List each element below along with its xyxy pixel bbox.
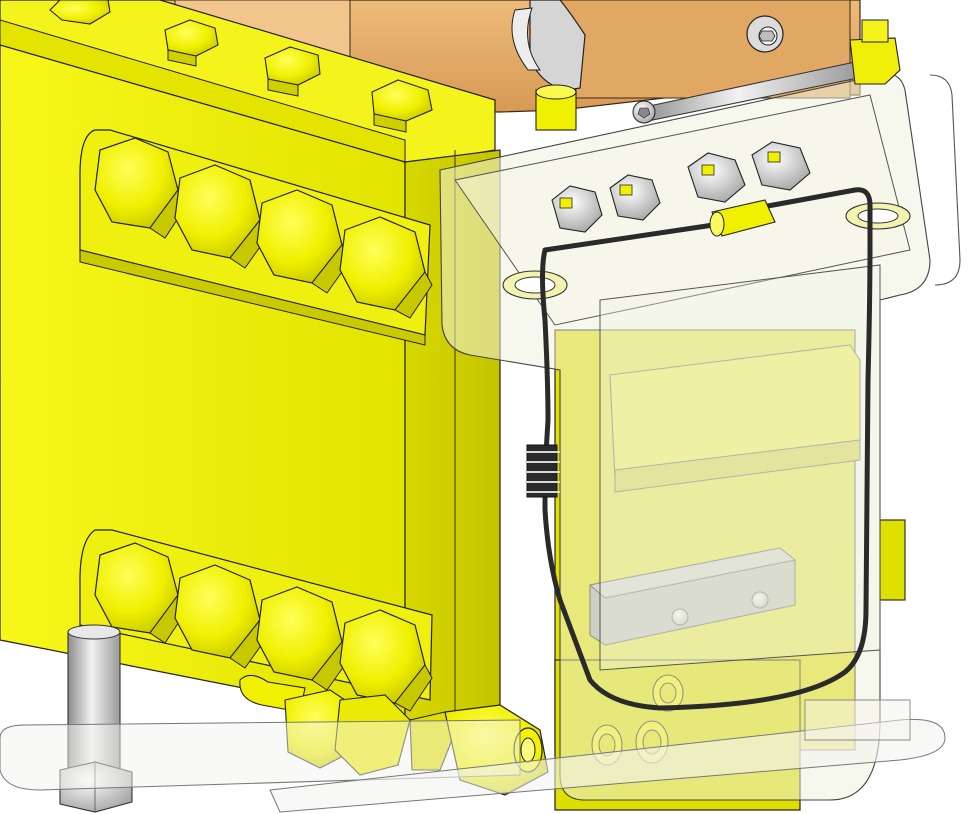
cover-bolt-4 — [751, 141, 811, 191]
cover-bolt-2 — [609, 174, 661, 221]
cable — [540, 187, 873, 711]
top-hex-bolt-1 — [49, 0, 111, 25]
right-fitting — [849, 19, 901, 85]
transparent-cover — [439, 73, 961, 801]
lower-bolt-row — [94, 542, 433, 712]
top-hex-bolt-2 — [164, 19, 219, 67]
top-fitting — [535, 84, 577, 131]
top-hex-bolts — [49, 0, 433, 133]
hex-bolt-lower-4 — [339, 609, 433, 712]
hex-bolt-upper-4 — [339, 216, 433, 319]
base-plate — [0, 699, 946, 813]
cover-bolts — [551, 141, 811, 233]
cable-sleeve — [709, 199, 776, 237]
top-hex-bolt-4 — [371, 79, 433, 133]
cable-connector — [525, 444, 560, 498]
upper-bolt-row — [94, 137, 433, 319]
cover-bolt-3 — [687, 152, 746, 203]
cover-bolt-1 — [551, 185, 603, 233]
top-hex-bolt-3 — [264, 46, 321, 97]
